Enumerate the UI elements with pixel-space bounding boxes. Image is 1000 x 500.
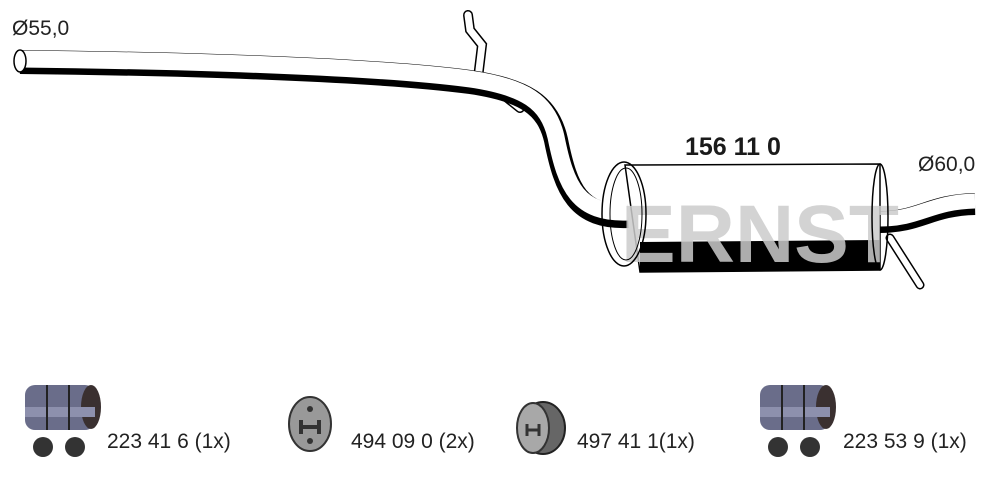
rear-muffler: ERNST	[601, 161, 899, 280]
accessory-label: 223 41 6 (1x)	[107, 430, 231, 453]
accessory-label: 494 09 0 (2x)	[351, 430, 475, 453]
front-pipe	[13, 49, 629, 229]
ernst-watermark: ERNST	[621, 189, 899, 280]
inlet-diameter-label: Ø55,0	[12, 17, 70, 40]
part-number: 156 11 0	[685, 133, 781, 161]
accessory-label: 223 53 9 (1x)	[843, 430, 967, 453]
outlet-diameter-label: Ø60,0	[918, 153, 976, 176]
rubber-ring-hanger-icon	[516, 401, 566, 455]
tail-pipe	[879, 193, 976, 290]
accessory-label: 497 41 1(1x)	[577, 430, 695, 453]
pipe-clamp-icon	[25, 385, 101, 457]
rubber-hanger-icon	[288, 396, 332, 452]
pipe-clamp-icon	[760, 385, 836, 457]
